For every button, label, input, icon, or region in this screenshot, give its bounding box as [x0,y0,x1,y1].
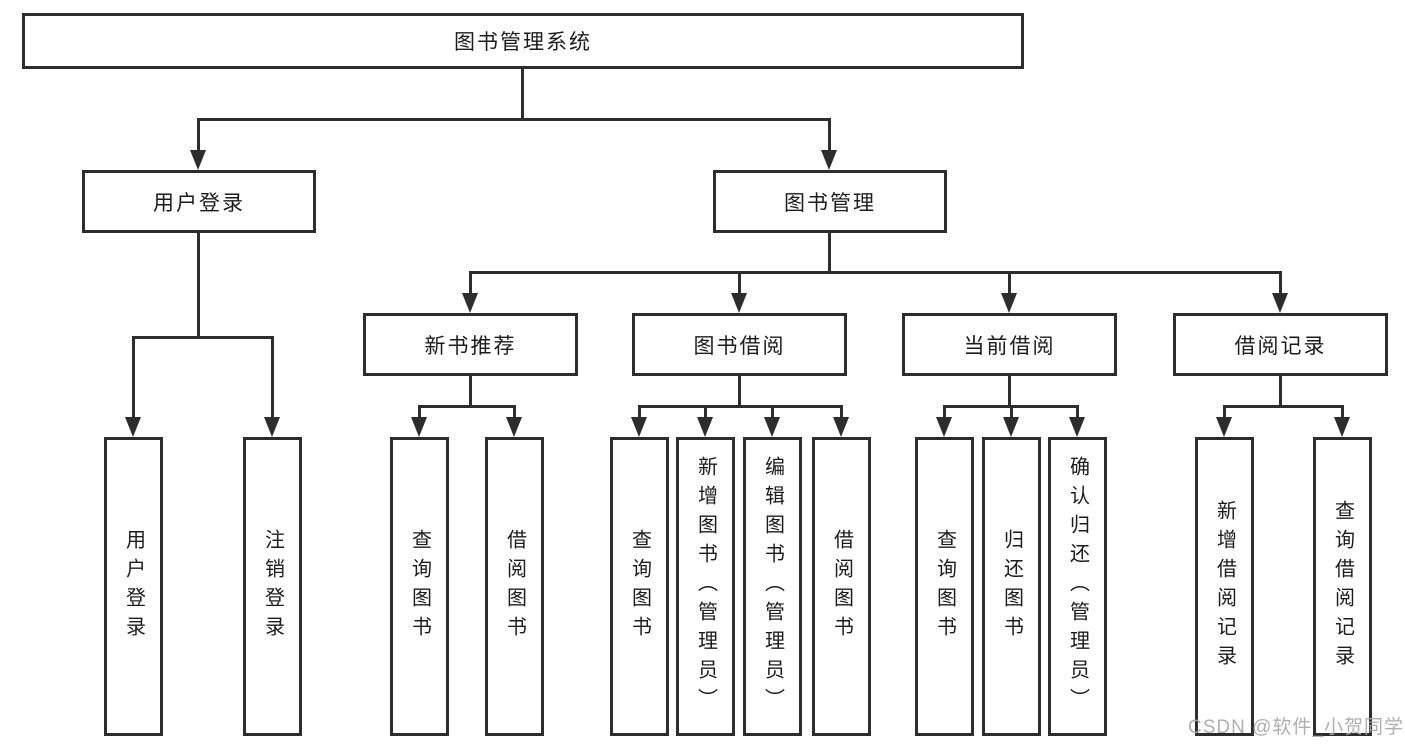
connector-book-borrow-trunk [738,376,741,405]
arrowhead-bb-borrow [833,417,849,437]
connector-shaft-user-login [197,121,200,152]
leaf-cb-confirm-return-admin: 确认归还（管理员） [1048,437,1107,736]
arrowhead-bb-query [631,417,647,437]
connector-new-book-trunk [469,376,472,405]
connector-shaft-br-query [1341,408,1344,418]
connector-shaft-cb-confirm [1076,408,1079,418]
leaf-bb-add-book-admin-label: 新增图书（管理员） [694,456,717,717]
node-book-management: 图书管理 [713,170,947,233]
connector-book-borrow-crossbar [638,405,843,408]
connector-shaft-leaf-logout [271,339,274,418]
leaf-br-query-record: 查询借阅记录 [1313,437,1372,736]
connector-level3-crossbar [469,271,1282,274]
connector-level2-crossbar [197,118,831,121]
connector-shaft-nb-borrow [513,408,516,418]
connector-shaft-current-borrow [1008,274,1011,294]
connector-borrow-records-crossbar [1223,405,1344,408]
leaf-bb-borrow-books: 借阅图书 [812,437,871,736]
connector-shaft-bb-add [704,408,707,418]
leaf-logout-label: 注销登录 [261,528,284,645]
arrowhead-nb-query [411,417,427,437]
arrowhead-user-login [190,150,206,170]
leaf-bb-edit-book-admin: 编辑图书（管理员） [743,437,802,736]
node-root: 图书管理系统 [22,13,1024,69]
node-new-book-recommend-label: 新书推荐 [424,334,517,358]
leaf-br-query-record-label: 查询借阅记录 [1331,499,1354,674]
arrowhead-bb-edit [764,417,780,437]
connector-root-trunk [521,69,524,121]
leaf-cb-query-books: 查询图书 [915,437,974,736]
connector-shaft-book-management [828,121,831,152]
connector-shaft-bb-edit [771,408,774,418]
node-current-borrow-label: 当前借阅 [963,334,1056,358]
arrowhead-nb-borrow [506,417,522,437]
connector-shaft-leaf-user-login [132,339,135,418]
leaf-nb-query-books-label: 查询图书 [408,528,431,645]
node-borrow-records: 借阅记录 [1173,313,1388,376]
leaf-cb-return-books: 归还图书 [982,437,1041,736]
arrowhead-br-query [1334,417,1350,437]
arrowhead-current-borrow [1001,293,1017,313]
connector-new-book-crossbar [418,405,516,408]
arrowhead-bb-add [697,417,713,437]
node-user-login: 用户登录 [82,170,316,233]
leaf-user-login: 用户登录 [104,437,163,736]
node-user-login-label: 用户登录 [153,191,245,215]
connector-shaft-bb-query [638,408,641,418]
node-book-borrow-label: 图书借阅 [693,334,786,358]
connector-user-login-crossbar [132,336,274,339]
arrowhead-book-management [821,150,837,170]
connector-shaft-br-add [1223,408,1226,418]
connector-shaft-borrow-records [1279,274,1282,294]
leaf-logout: 注销登录 [243,437,302,736]
connector-shaft-cb-return [1010,408,1013,418]
csdn-watermark: CSDN @软件_小贺同学 [1188,717,1404,738]
arrowhead-borrow-records [1272,293,1288,313]
leaf-br-add-record-label: 新增借阅记录 [1213,499,1236,674]
connector-current-borrow-crossbar [943,405,1079,408]
leaf-cb-query-books-label: 查询图书 [933,528,956,645]
connector-shaft-nb-query [418,408,421,418]
leaf-bb-add-book-admin: 新增图书（管理员） [676,437,735,736]
arrowhead-cb-confirm [1069,417,1085,437]
leaf-nb-borrow-books: 借阅图书 [485,437,544,736]
node-borrow-records-label: 借阅记录 [1234,334,1327,358]
leaf-bb-query-books: 查询图书 [610,437,669,736]
node-new-book-recommend: 新书推荐 [363,313,578,376]
arrowhead-cb-query [936,417,952,437]
arrowhead-new-book [462,293,478,313]
node-book-management-label: 图书管理 [784,191,876,215]
connector-shaft-book-borrow [738,274,741,294]
connector-book-management-trunk [828,233,831,271]
node-book-borrow: 图书借阅 [632,313,847,376]
connector-shaft-bb-borrow [840,408,843,418]
arrowhead-leaf-user-login [125,417,141,437]
leaf-user-login-label: 用户登录 [122,528,145,645]
connector-borrow-records-trunk [1279,376,1282,405]
connector-shaft-new-book [469,274,472,294]
leaf-cb-return-books-label: 归还图书 [1000,528,1023,645]
connector-shaft-cb-query [943,408,946,418]
leaf-bb-edit-book-admin-label: 编辑图书（管理员） [761,456,784,717]
arrowhead-cb-return [1003,417,1019,437]
connector-current-borrow-trunk [1008,376,1011,405]
connector-user-login-trunk [197,233,200,336]
leaf-bb-query-books-label: 查询图书 [628,528,651,645]
node-current-borrow: 当前借阅 [902,313,1117,376]
leaf-cb-confirm-return-admin-label: 确认归还（管理员） [1066,456,1089,717]
leaf-nb-borrow-books-label: 借阅图书 [503,528,526,645]
arrowhead-book-borrow [731,293,747,313]
leaf-nb-query-books: 查询图书 [390,437,449,736]
leaf-br-add-record: 新增借阅记录 [1195,437,1254,736]
arrowhead-leaf-logout [264,417,280,437]
node-root-label: 图书管理系统 [454,31,592,54]
leaf-bb-borrow-books-label: 借阅图书 [830,528,853,645]
arrowhead-br-add [1216,417,1232,437]
